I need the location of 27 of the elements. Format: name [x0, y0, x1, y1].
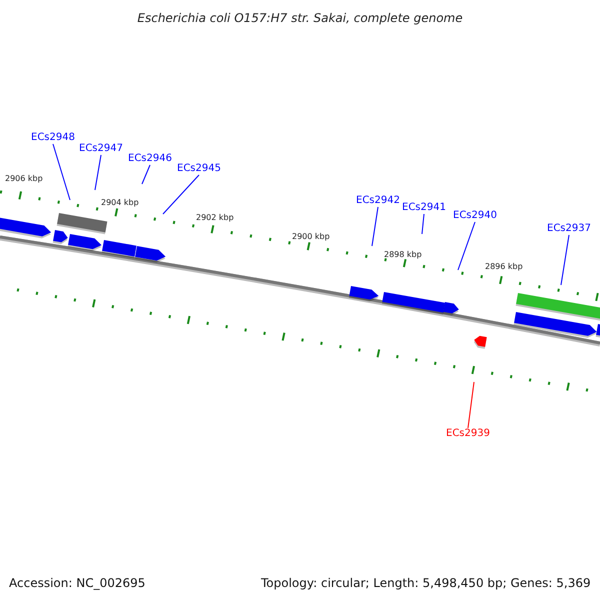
leader-line — [458, 222, 476, 270]
title: Escherichia coli O157:H7 str. Sakai, complete genome — [136, 11, 464, 25]
leader-line — [94, 154, 102, 190]
gene-label: ECs2941 — [402, 202, 446, 214]
gene-label: ECs2940 — [453, 210, 497, 222]
leader-line — [52, 144, 70, 200]
footer-text: Topology: circular; Length: 5,498,450 bp; Genes: 5,369 — [261, 576, 591, 590]
gene-label: ECs2947 — [79, 143, 123, 155]
leader-line — [468, 382, 474, 428]
gene-label: ECs2939 — [446, 428, 490, 440]
footer-text: Accession: NC_002695 — [9, 576, 146, 590]
leader-line — [372, 206, 378, 246]
scale-label: 2906 kbp — [5, 174, 43, 184]
scale-label: 2900 kbp — [292, 232, 330, 242]
gene-label: ECs2937 — [547, 223, 591, 235]
scale-label: 2896 kbp — [485, 262, 523, 272]
leader-line — [142, 164, 150, 184]
gene-label: ECs2945 — [177, 163, 221, 175]
scale-label: 2902 kbp — [196, 213, 234, 223]
leader-line — [422, 214, 424, 234]
leader-line — [162, 174, 200, 214]
gene-label: ECs2948 — [31, 132, 75, 144]
gene-label: ECs2942 — [356, 195, 400, 207]
leader-line — [560, 234, 570, 286]
scale-label: 2898 kbp — [384, 250, 422, 260]
gene-label: ECs2946 — [128, 153, 172, 165]
scale-label: 2904 kbp — [101, 198, 139, 208]
